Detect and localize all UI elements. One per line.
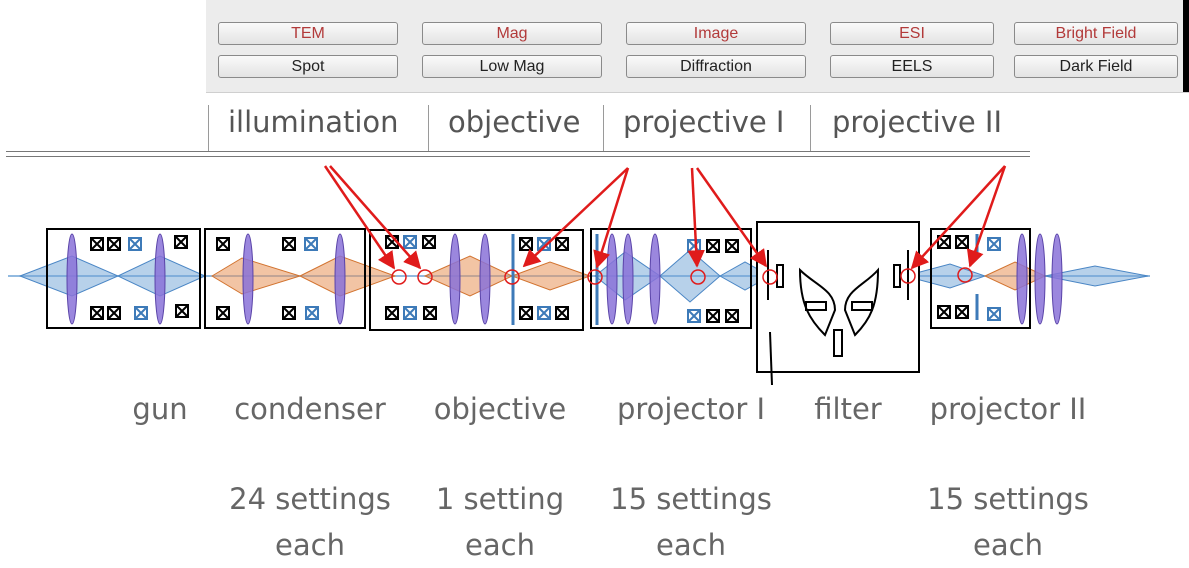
mag-button[interactable]: Mag	[422, 22, 602, 45]
mode-panel: TEM Spot Mag Low Mag Image Diffraction E…	[206, 0, 1189, 93]
section-gun: gun	[132, 392, 188, 426]
settings-count: 15 settings	[610, 482, 772, 516]
header-rule	[6, 156, 1030, 157]
section-projector-1: projector I	[616, 392, 766, 426]
tem-button[interactable]: TEM	[218, 22, 398, 45]
header-rule	[6, 151, 1030, 152]
section-filter: filter	[814, 392, 882, 426]
settings-count: 24 settings	[229, 482, 391, 516]
group-projective-2: projective II	[832, 105, 1003, 139]
objective-settings: 1 setting each	[436, 476, 564, 568]
beam-envelope-orange	[211, 255, 1047, 297]
group-projective-1: projective I	[623, 105, 785, 139]
group-divider	[428, 105, 429, 151]
projector-2-settings: 15 settings each	[927, 476, 1089, 568]
settings-each: each	[656, 528, 726, 562]
settings-each: each	[465, 528, 535, 562]
low-mag-button[interactable]: Low Mag	[422, 55, 602, 78]
image-button[interactable]: Image	[626, 22, 806, 45]
group-objective: objective	[448, 105, 581, 139]
condenser-frame	[204, 228, 366, 329]
settings-each: each	[275, 528, 345, 562]
panel-edge	[1183, 0, 1189, 92]
settings-count: 15 settings	[927, 482, 1089, 516]
gun-frame	[46, 228, 201, 329]
bright-field-button[interactable]: Bright Field	[1014, 22, 1178, 45]
settings-each: each	[973, 528, 1043, 562]
eels-button[interactable]: EELS	[830, 55, 994, 78]
settings-count: 1 setting	[435, 482, 565, 516]
section-frames	[46, 228, 1031, 331]
group-divider	[810, 105, 811, 151]
esi-button[interactable]: ESI	[830, 22, 994, 45]
projector-1-frame	[590, 228, 752, 329]
spot-button[interactable]: Spot	[218, 55, 398, 78]
group-illumination: illumination	[228, 105, 399, 139]
condenser-settings: 24 settings each	[229, 476, 391, 568]
section-projector-2: projector II	[929, 392, 1087, 426]
diffraction-button[interactable]: Diffraction	[626, 55, 806, 78]
section-objective: objective	[433, 392, 567, 426]
group-divider	[603, 105, 604, 151]
group-divider	[208, 105, 209, 151]
section-condenser: condenser	[234, 392, 386, 426]
filter-housing	[756, 221, 920, 386]
objective-frame	[369, 229, 584, 331]
projector-2-frame	[930, 228, 1031, 329]
projector-1-settings: 15 settings each	[610, 476, 772, 568]
mapping-arrows	[323, 165, 1007, 270]
dark-field-button[interactable]: Dark Field	[1014, 55, 1178, 78]
setting-markers	[391, 267, 973, 285]
